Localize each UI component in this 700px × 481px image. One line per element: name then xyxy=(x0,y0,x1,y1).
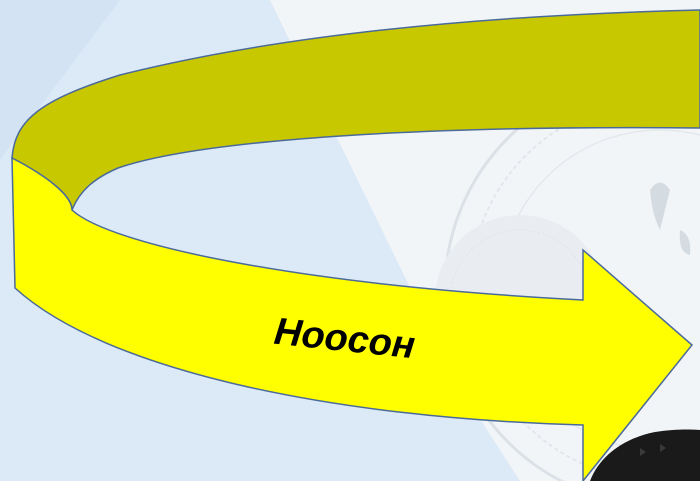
circular-arrow-diagram xyxy=(0,0,700,481)
slide-canvas: Ноосон xyxy=(0,0,700,481)
